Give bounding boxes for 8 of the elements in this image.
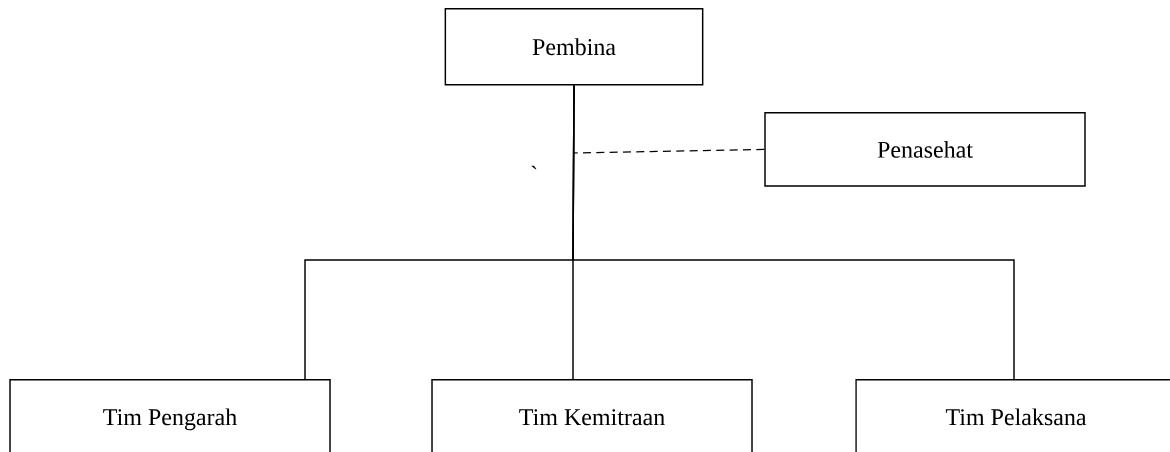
connector-line — [572, 84, 1015, 380]
box: Penasehat — [764, 112, 1086, 187]
box: Tim Kemitraan — [431, 379, 753, 452]
box: Tim Pelaksana — [855, 379, 1170, 452]
box: Pembina — [444, 8, 704, 86]
stray-mark: ` — [531, 165, 537, 170]
box: Tim Pengarah — [9, 379, 331, 452]
dashed-connector — [572, 148, 765, 154]
